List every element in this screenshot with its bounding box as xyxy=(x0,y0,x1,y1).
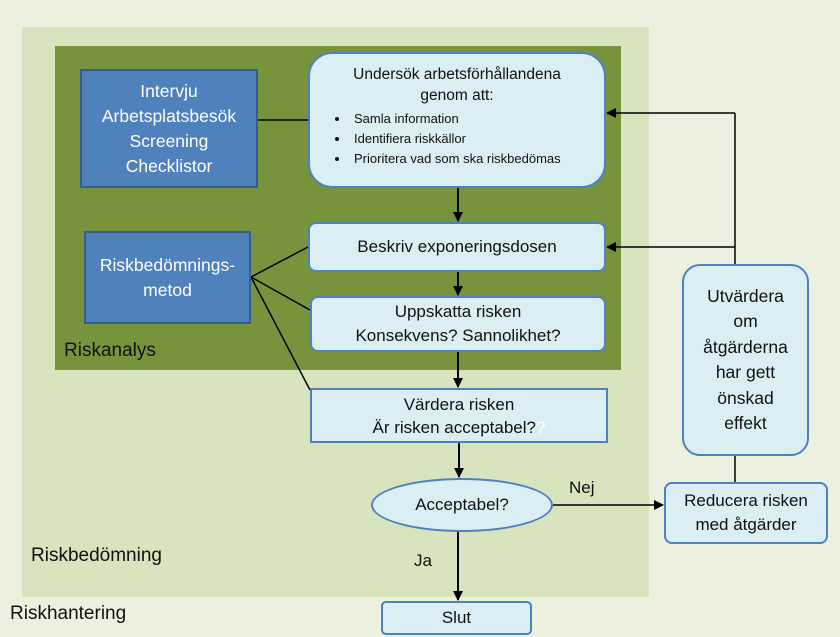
undersok-bullet-list: Samla information Identifiera riskkällor… xyxy=(310,109,604,168)
reducera-node: Reducera risken med åtgärder xyxy=(664,482,828,544)
undersok-title-line2: genom att: xyxy=(420,87,494,104)
utvardera-line: åtgärderna xyxy=(703,336,788,357)
vardera-node: Värdera risken Är risken acceptabel?? xyxy=(310,388,608,443)
connector-method-beskriv xyxy=(250,246,309,278)
utvardera-node: Utvärdera om åtgärderna har gett önskad … xyxy=(682,264,809,456)
acceptabel-label: Acceptabel? xyxy=(415,495,509,514)
connector-method-vardera xyxy=(250,276,311,391)
nej-label: Nej xyxy=(569,478,595,497)
risk-method-box: Riskbedömnings- metod xyxy=(84,231,251,324)
reducera-line2: med åtgärder xyxy=(695,515,797,534)
uppskatta-line1: Uppskatta risken xyxy=(394,302,522,321)
riskhantering-label: Riskhantering xyxy=(10,603,127,624)
undersok-bullet: Identifiera riskkällor xyxy=(350,129,604,149)
method-checklistor: Checklistor xyxy=(125,155,213,176)
beskriv-node: Beskriv exponeringsdosen xyxy=(308,222,606,272)
vardera-line2-wrap: Är risken acceptabel?? xyxy=(373,416,546,439)
riskanalys-label: Riskanalys xyxy=(64,340,156,361)
uppskatta-node: Uppskatta risken Konsekvens? Sannolikhet… xyxy=(310,296,606,352)
utvardera-line: har gett xyxy=(715,362,776,382)
risk-method-line2: metod xyxy=(143,279,192,300)
beskriv-label: Beskriv exponeringsdosen xyxy=(357,237,557,256)
methods-box: Intervju Arbetsplatsbesök Screening Chec… xyxy=(80,69,258,188)
undersok-title-line1: Undersök arbetsförhållandena xyxy=(353,66,561,83)
uppskatta-line2: Konsekvens? Sannolikhet? xyxy=(355,326,561,345)
utvardera-line: om xyxy=(733,311,758,331)
reducera-line1: Reducera risken xyxy=(684,491,808,510)
slut-label: Slut xyxy=(441,608,472,627)
method-screening: Screening xyxy=(129,130,209,151)
undersok-node: Undersök arbetsförhållandena genom att: … xyxy=(308,52,606,188)
acceptabel-decision: Acceptabel? xyxy=(371,478,553,532)
risk-method-line1: Riskbedömnings- xyxy=(99,254,236,275)
vardera-line2: Är risken acceptabel? xyxy=(372,417,536,437)
vardera-line2-suffix: ? xyxy=(536,417,546,437)
riskbedomning-label: Riskbedömning xyxy=(31,545,162,566)
slut-node: Slut xyxy=(381,601,532,635)
utvardera-line: Utvärdera xyxy=(707,285,784,306)
method-intervju: Intervju xyxy=(140,80,198,101)
utvardera-line: effekt xyxy=(724,413,767,433)
undersok-bullet: Prioritera vad som ska riskbedömas xyxy=(350,149,604,168)
ja-label: Ja xyxy=(414,551,432,570)
connector-method-uppskatta xyxy=(250,276,311,311)
utvardera-line: önskad xyxy=(717,387,774,408)
method-arbetsplatsbesok: Arbetsplatsbesök xyxy=(101,105,237,126)
undersok-bullet: Samla information xyxy=(350,109,604,129)
vardera-line1: Värdera risken xyxy=(403,394,515,414)
